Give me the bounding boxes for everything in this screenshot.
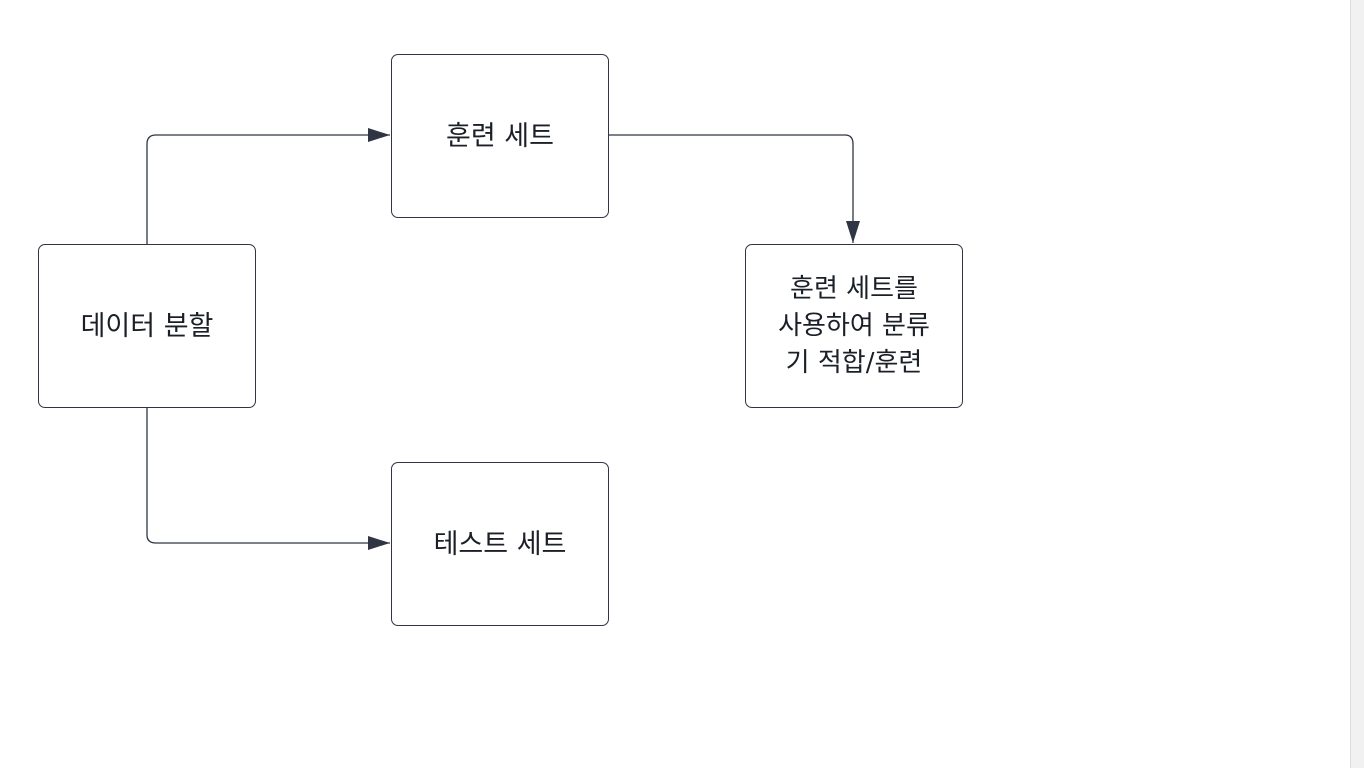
edge-split-to-train (146, 134, 390, 244)
node-fit-classifier[interactable]: 훈련 세트를 사용하여 분류 기 적합/훈련 (745, 244, 963, 408)
edge-train-to-fit (609, 134, 854, 243)
arrowhead-to-train (368, 128, 390, 142)
node-training-set[interactable]: 훈련 세트 (391, 54, 609, 218)
edge-split-to-test (146, 407, 390, 544)
node-data-split[interactable]: 데이터 분할 (38, 244, 256, 408)
scrollbar-track[interactable] (1350, 0, 1364, 768)
node-test-set[interactable]: 테스트 세트 (391, 462, 609, 626)
arrowhead-to-fit (846, 221, 860, 243)
arrowhead-to-test (368, 536, 390, 550)
